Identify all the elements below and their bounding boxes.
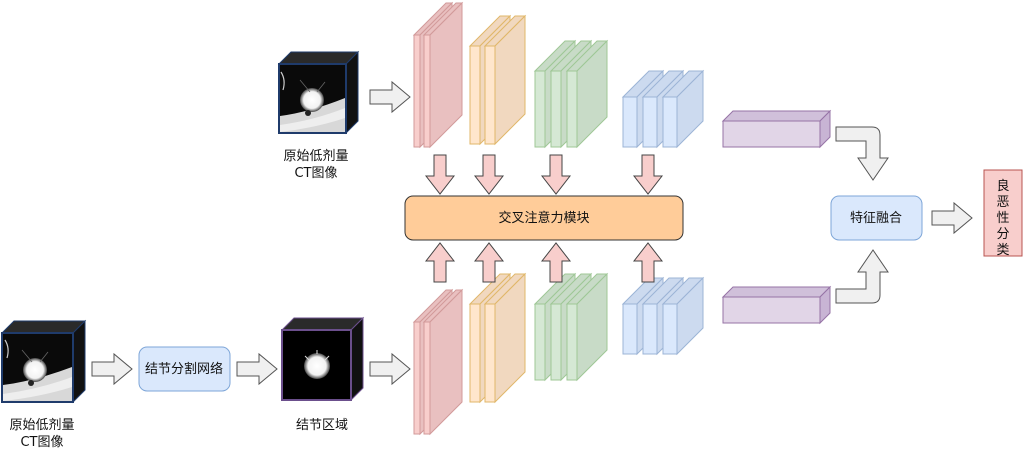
arrow-right-icon	[369, 80, 411, 114]
arrow-up-icon	[632, 242, 664, 283]
bottom-ct-image-cube	[0, 319, 87, 404]
bottom-feature-stage-3	[533, 272, 609, 382]
classification-char-2: 恶	[996, 195, 1009, 210]
arrow-up-icon	[473, 242, 505, 283]
arrow-up-icon	[540, 242, 572, 283]
feature-map-slab	[483, 272, 527, 404]
top-feature-stage-2	[468, 14, 527, 146]
feature-fusion-box: 特征融合	[830, 195, 923, 241]
bottom-encoder-feature-maps	[412, 272, 705, 436]
classification-char-1: 良	[996, 178, 1009, 194]
top-feature-stage-1	[412, 1, 464, 149]
feature-map-slab	[661, 276, 705, 356]
feature-map-slab	[422, 1, 464, 149]
segmentation-network-label: 结节分割网络	[145, 361, 223, 377]
arrow-right-icon	[236, 352, 278, 386]
feature-map-slab	[565, 272, 609, 382]
top-feature-vector	[721, 109, 832, 149]
nodule-mask	[304, 353, 330, 379]
bottom-feature-vector	[721, 285, 832, 325]
cross-attention-label: 交叉注意力模块	[498, 210, 589, 226]
classification-char-4: 分	[996, 227, 1009, 242]
cross-attention-module: 交叉注意力模块	[404, 195, 684, 241]
nodule-region-label: 结节区域	[296, 418, 348, 433]
classification-char-3: 性	[996, 211, 1009, 226]
bottom-input-label-line2: CT图像	[20, 435, 63, 450]
top-input-label-line1: 原始低剂量	[283, 149, 348, 164]
bent-arrow-up-icon	[835, 249, 889, 304]
bent-arrow-down-icon	[835, 126, 889, 181]
bottom-feature-stage-4	[621, 276, 705, 356]
feature-map-slab	[422, 288, 464, 436]
feature-fusion-label: 特征融合	[850, 211, 902, 226]
top-ct-image-cube	[277, 50, 360, 135]
bottom-input-label-line1: 原始低剂量	[9, 418, 74, 433]
top-encoder-feature-maps	[412, 1, 705, 149]
top-input-label-line2: CT图像	[294, 166, 337, 181]
classification-box: 良 恶 性 分 类	[983, 169, 1023, 258]
top-feature-stage-3	[533, 39, 609, 149]
feature-map-slab	[483, 14, 527, 146]
segmentation-network-box: 结节分割网络	[138, 346, 231, 392]
feature-map-slab	[661, 69, 705, 149]
nodule-region-cube	[280, 316, 365, 402]
ct-scan-image	[3, 334, 72, 401]
attention-input-arrows-bottom	[424, 242, 664, 283]
arrow-right-icon	[369, 352, 411, 386]
feature-map-slab	[565, 39, 609, 149]
bottom-feature-stage-1	[412, 288, 464, 436]
ct-scan-image	[280, 65, 345, 132]
bottom-feature-stage-2	[468, 272, 527, 404]
top-feature-stage-4	[621, 69, 705, 149]
arrow-down-icon	[473, 154, 505, 195]
arrow-down-icon	[540, 154, 572, 195]
arrow-right-icon	[91, 352, 133, 386]
arrow-up-icon	[424, 242, 456, 283]
arrow-down-icon	[632, 154, 664, 195]
attention-input-arrows-top	[424, 154, 664, 195]
classification-char-5: 类	[996, 243, 1009, 258]
arrow-right-icon	[931, 201, 973, 235]
arrow-down-icon	[424, 154, 456, 195]
